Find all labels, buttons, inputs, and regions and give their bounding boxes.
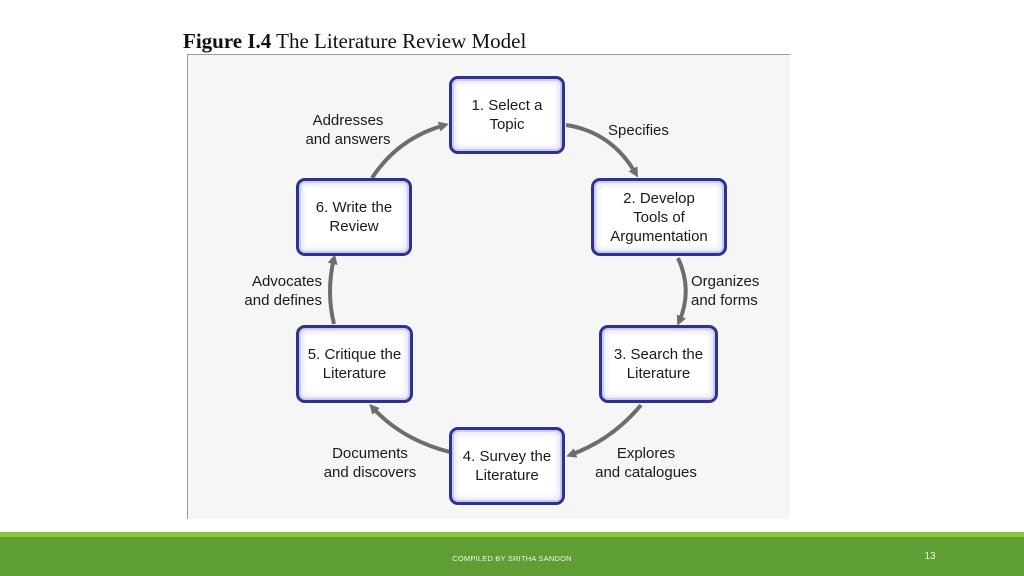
page-number: 13 bbox=[924, 551, 936, 562]
arrow-n3-n4 bbox=[566, 403, 643, 458]
node-select-topic: 1. Select a Topic bbox=[449, 76, 565, 154]
footer-accent-strip bbox=[0, 532, 1024, 537]
arrow-n5-n6 bbox=[327, 254, 338, 325]
footer-credit: COMPILED BY SRITHA SANDON bbox=[452, 554, 572, 563]
node-critique-literature: 5. Critique the Literature bbox=[296, 325, 413, 403]
node-search-literature: 3. Search the Literature bbox=[599, 325, 718, 403]
node-survey-literature: 4. Survey the Literature bbox=[449, 427, 565, 505]
edge-label-addresses: Addresses and answers bbox=[305, 112, 391, 148]
edge-label-explores: Explores and catalogues bbox=[595, 445, 697, 481]
figure-number: Figure I.4 bbox=[183, 29, 272, 53]
arrow-n6-n1 bbox=[370, 121, 449, 180]
node-write-review: 6. Write the Review bbox=[296, 178, 412, 256]
edge-label-specifies: Specifies bbox=[608, 122, 669, 139]
figure-left-rule bbox=[187, 54, 188, 519]
figure-caption: The Literature Review Model bbox=[276, 29, 527, 53]
edge-label-documents: Documents and discovers bbox=[323, 445, 417, 481]
arrow-n2-n3 bbox=[676, 257, 688, 326]
edge-label-advocates: Advocates and defines bbox=[244, 273, 322, 309]
footer-band bbox=[0, 537, 1024, 576]
node-develop-tools: 2. Develop Tools of Argumentation bbox=[591, 178, 727, 256]
arrow-n1-n2 bbox=[565, 123, 638, 178]
edge-label-organizes: Organizes and forms bbox=[691, 273, 760, 309]
figure-title: Figure I.4 The Literature Review Model bbox=[183, 29, 526, 54]
figure-top-rule bbox=[187, 54, 790, 55]
arrow-n4-n5 bbox=[369, 404, 451, 454]
